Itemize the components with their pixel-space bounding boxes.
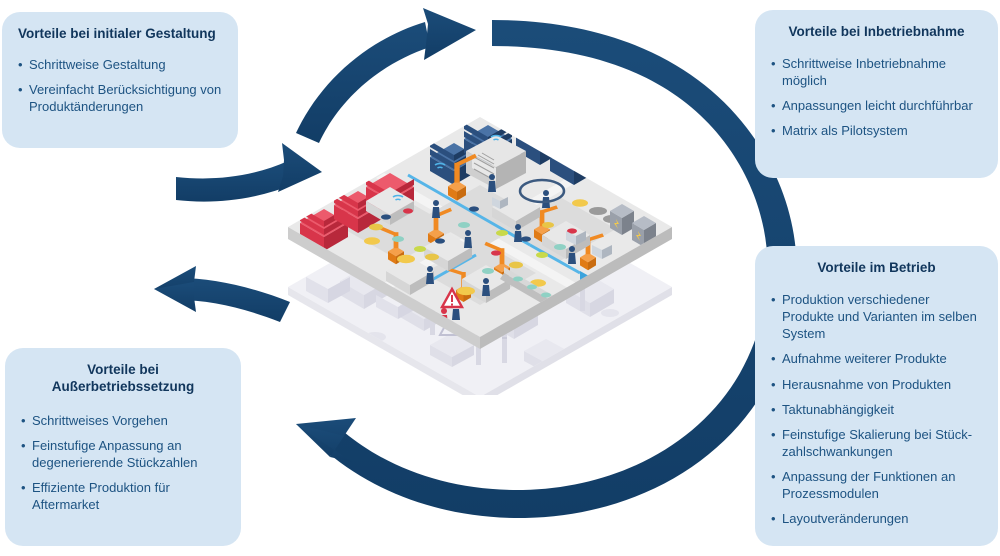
bullet-list-decommissioning: Schrittweises Vorgehen Feinstufige Anpas… [21,412,225,514]
arrow-left-lower-icon [154,266,290,322]
list-item: Herausnahme von Produkten [771,376,982,393]
agv-vehicle [364,199,588,296]
info-box-operation: Vorteile im Betrieb Produktion verschied… [755,246,998,546]
wifi-icon [392,134,502,201]
list-item: Layoutveränderungen [771,510,982,527]
box-title-commissioning: Vorteile bei Inbetriebnahme [788,24,965,39]
list-item: Schrittweise Gestaltung [18,56,222,73]
list-item: Schrittweise Inbetriebnahme möglich [771,55,982,89]
info-box-commissioning: Vorteile bei Inbetriebnahme Schrittweise… [755,10,998,178]
arc-top-left-short-icon [296,8,476,143]
list-item: Matrix als Pilotsystem [771,122,982,139]
test-track-loop [518,178,566,204]
list-item: Anpassungen leicht durchführbar [771,97,982,114]
warning-triangle-icon [439,286,465,309]
part-bins [369,206,577,274]
list-item: Feinstufige Anpassung an degenerierende … [21,437,225,471]
isometric-factory-illustration [288,117,672,395]
box-title-decommissioning: Vorteile bei Außerbetriebssetzung [21,362,225,396]
list-item: Produktion verschiedener Produkte und Va… [771,291,982,342]
central-machine [466,135,526,189]
hmi-screen [492,197,612,259]
list-item: Aufnahme weiterer Produkte [771,350,982,367]
list-item: Schrittweises Vorgehen [21,412,225,429]
info-box-decommissioning: Vorteile bei Außerbetriebssetzung Schrit… [5,348,241,546]
box-title-line-1: Vorteile bei [87,362,159,377]
list-item: Feinstufige Skalierung bei Stück-zahlsch… [771,426,982,460]
box-title-operation: Vorteile im Betrieb [817,260,936,275]
arrow-left-upper-icon [176,143,322,202]
list-item: Vereinfacht Berücksichtigung von Produkt… [18,81,222,115]
list-item: Effiziente Produktion für Aftermarket [21,479,225,513]
arc-main-clockwise-icon [296,20,797,519]
bullet-list-commissioning: Schrittweise Inbetriebnahme möglich Anpa… [771,55,982,140]
box-title-line-2: Außerbetriebssetzung [51,378,195,394]
list-item: Taktunabhängigkeit [771,401,982,418]
bullet-list-initial-design: Schrittweise Gestaltung Vereinfacht Berü… [18,56,222,115]
box-title-initial-design: Vorteile bei initialer Gestaltung [18,26,216,41]
bullet-list-operation: Produktion verschiedener Produkte und Va… [771,291,982,528]
factory-main-layer [288,117,672,349]
list-item: Anpassung der Funktionen an Prozessmodul… [771,468,982,502]
info-box-initial-design: Vorteile bei initialer Gestaltung Schrit… [2,12,238,148]
